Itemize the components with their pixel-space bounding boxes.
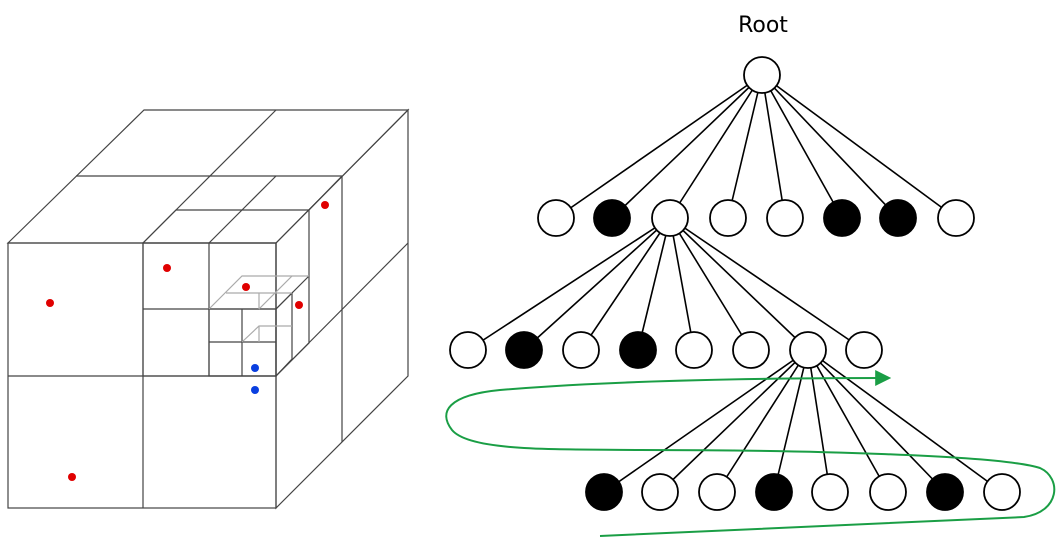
tree-root-label: Root	[738, 13, 788, 38]
red-point	[163, 264, 171, 272]
tree-edges	[467, 74, 1003, 493]
cube-points	[46, 201, 329, 481]
deepest-cell	[241, 325, 292, 343]
red-point	[46, 299, 54, 307]
deepest-top-split	[258, 275, 293, 310]
tree-edge	[716, 349, 809, 493]
tree-node-empty	[766, 199, 804, 237]
tree-edge	[669, 74, 763, 219]
tree-edge	[611, 74, 763, 219]
tree-root-node	[743, 56, 781, 94]
tree-edge	[807, 349, 831, 493]
traversal-arrow	[445, 370, 1056, 537]
sub-top-back	[241, 175, 277, 211]
tree-node-filled	[926, 473, 964, 511]
tree-node-empty	[651, 199, 689, 237]
tree-node-filled	[619, 331, 657, 369]
tree-edge	[580, 217, 671, 351]
tree-edge	[555, 74, 763, 219]
tree-edge	[669, 217, 695, 351]
tree-edge	[467, 217, 671, 351]
tree-node-empty	[869, 473, 907, 511]
tree-node-filled	[585, 473, 623, 511]
tree-node-filled	[593, 199, 631, 237]
deepest-top	[208, 275, 309, 310]
deepest-subdivision	[208, 275, 309, 343]
tree-node-empty	[449, 331, 487, 369]
tree-node-filled	[879, 199, 917, 237]
blue-point	[251, 364, 259, 372]
tree-edge	[807, 349, 946, 493]
tree-edge	[727, 74, 763, 219]
tree-edge	[637, 217, 671, 351]
tree-node-empty	[845, 331, 883, 369]
tree-node-empty	[709, 199, 747, 237]
tree-edge	[807, 349, 1003, 493]
tree-edge	[523, 217, 671, 351]
tree-edge	[761, 74, 843, 219]
deep-right	[275, 291, 293, 377]
tree-edge	[669, 217, 865, 351]
blue-point	[251, 386, 259, 394]
tree-edge	[659, 349, 809, 493]
tree-node-empty	[537, 199, 575, 237]
tree-node-filled	[505, 331, 543, 369]
tree-edge	[761, 74, 957, 219]
sub-top-split	[208, 209, 243, 244]
tree-node-empty	[811, 473, 849, 511]
red-point	[242, 283, 250, 291]
tree-node-filled	[823, 199, 861, 237]
cube-right-face	[275, 108, 409, 510]
tree-edge	[761, 74, 786, 219]
tree-node-empty	[983, 473, 1021, 511]
tree-node-empty	[937, 199, 975, 237]
tree-node-empty	[562, 331, 600, 369]
red-point	[295, 301, 303, 309]
tree-node-empty	[641, 473, 679, 511]
tree-nodes	[449, 56, 1021, 511]
tree-edge	[669, 217, 752, 351]
tree-node-empty	[675, 331, 713, 369]
tree-edge	[669, 217, 809, 351]
red-point	[321, 201, 329, 209]
red-point	[68, 473, 76, 481]
tree-node-empty	[789, 331, 827, 369]
tree-node-empty	[732, 331, 770, 369]
tree-edge	[761, 74, 899, 219]
tree-edge	[807, 349, 889, 493]
tree-edge	[773, 349, 809, 493]
tree-edge	[603, 349, 809, 493]
octree-cube	[6, 108, 410, 510]
tree-node-empty	[698, 473, 736, 511]
tree-node-filled	[755, 473, 793, 511]
